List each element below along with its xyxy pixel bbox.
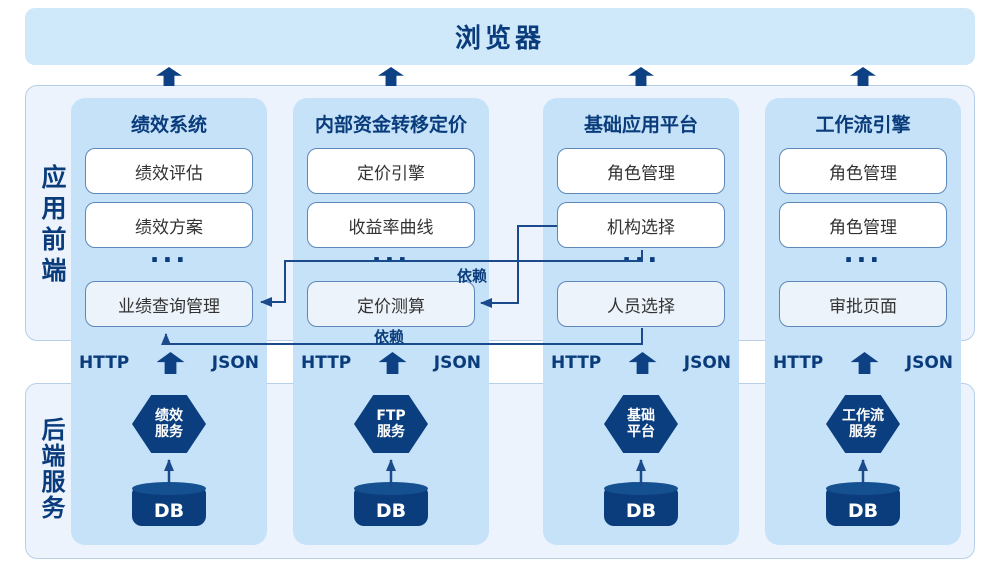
service-name-line1: 工作流 (842, 408, 884, 424)
service-hexagon-icon: 基础 平台 (604, 395, 678, 453)
column-panel-platform: 基础应用平台 角色管理 机构选择 ... 人员选择 HTTP JSON 基础 平… (543, 98, 739, 545)
up-arrow-icon (628, 352, 657, 374)
module-box: 角色管理 (557, 148, 725, 194)
service-hexagon-icon: 绩效 服务 (132, 395, 206, 453)
json-label: JSON (433, 353, 481, 373)
http-label: HTTP (301, 353, 352, 373)
db-label: DB (375, 500, 407, 522)
column-panel-workflow: 工作流引擎 角色管理 角色管理 ... 审批页面 HTTP JSON 工作流 服… (765, 98, 961, 545)
http-json-row: HTTP JSON (543, 350, 739, 376)
json-label: JSON (211, 353, 259, 373)
column-panel-performance: 绩效系统 绩效评估 绩效方案 ... 业绩查询管理 HTTP JSON 绩效 服… (71, 98, 267, 545)
ellipsis: ... (149, 239, 189, 269)
db-label: DB (625, 500, 657, 522)
browser-label: 浏览器 (454, 24, 545, 54)
service-hexagon-icon: FTP 服务 (354, 395, 428, 453)
http-json-row: HTTP JSON (765, 350, 961, 376)
database-cylinder-icon: DB (826, 482, 900, 526)
up-arrow-icon (850, 67, 876, 86)
column-title: 内部资金转移定价 (314, 114, 467, 136)
up-arrow-icon (628, 67, 654, 86)
module-box: 定价测算 (307, 281, 475, 327)
db-label: DB (153, 500, 185, 522)
dependency-label: 依赖 (456, 267, 487, 285)
module-box: 绩效评估 (85, 148, 253, 194)
json-label: JSON (683, 353, 731, 373)
http-label: HTTP (79, 353, 130, 373)
dependency-label: 依赖 (373, 328, 404, 346)
service-name-line1: 基础 (627, 408, 655, 424)
module-box: 人员选择 (557, 281, 725, 327)
module-box: 审批页面 (779, 281, 947, 327)
service-name-line2: 服务 (155, 424, 183, 440)
browser-bar: 浏览器 (25, 8, 975, 65)
service-name-line1: 绩效 (155, 408, 183, 424)
database-cylinder-icon: DB (132, 482, 206, 526)
http-json-row: HTTP JSON (71, 350, 267, 376)
service-hexagon-icon: 工作流 服务 (826, 395, 900, 453)
module-box: 收益率曲线 (307, 202, 475, 248)
ellipsis: ... (843, 239, 883, 269)
http-label: HTTP (551, 353, 602, 373)
http-label: HTTP (773, 353, 824, 373)
http-json-row: HTTP JSON (293, 350, 489, 376)
column-title: 工作流引擎 (815, 114, 911, 136)
up-arrow-icon (378, 67, 404, 86)
service-name-line2: 服务 (849, 424, 877, 440)
service-name-line1: FTP (376, 408, 406, 424)
module-box: 机构选择 (557, 202, 725, 248)
up-arrow-icon (156, 352, 185, 374)
json-label: JSON (905, 353, 953, 373)
database-cylinder-icon: DB (354, 482, 428, 526)
service-name-line2: 平台 (627, 424, 655, 440)
up-arrow-icon (378, 352, 407, 374)
column-panel-ftp: 内部资金转移定价 定价引擎 收益率曲线 ... 定价测算 HTTP JSON F… (293, 98, 489, 545)
service-name-line2: 服务 (377, 424, 405, 440)
backend-label: 后端服务 (37, 417, 65, 521)
module-box: 绩效方案 (85, 202, 253, 248)
database-cylinder-icon: DB (604, 482, 678, 526)
column-title: 基础应用平台 (583, 114, 698, 136)
module-box: 业绩查询管理 (85, 281, 253, 327)
ellipsis: ... (621, 239, 661, 269)
module-box: 角色管理 (779, 148, 947, 194)
up-arrow-icon (850, 352, 879, 374)
db-label: DB (847, 500, 879, 522)
module-box: 定价引擎 (307, 148, 475, 194)
frontend-label: 应用前端 (38, 164, 67, 288)
column-title: 绩效系统 (130, 114, 207, 136)
module-box: 角色管理 (779, 202, 947, 248)
up-arrow-icon (156, 67, 182, 86)
